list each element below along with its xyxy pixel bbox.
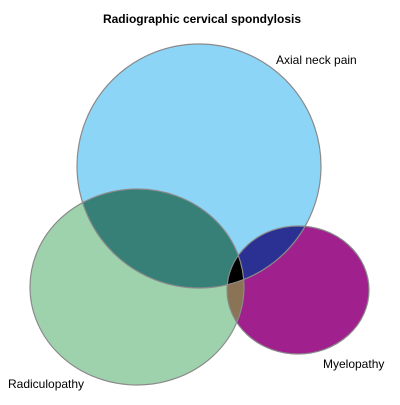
overlap-axial-myelopathy — [227, 226, 321, 288]
outline-myelopathy — [226, 225, 370, 355]
label-axial-neck-pain: Axial neck pain — [276, 53, 357, 67]
diagram-title: Radiographic cervical spondylosis — [103, 12, 301, 26]
outline-axial — [76, 43, 322, 289]
label-radiculopathy: Radiculopathy — [8, 377, 84, 391]
outline-radiculopathy — [29, 188, 245, 386]
label-myelopathy: Myelopathy — [323, 357, 384, 371]
